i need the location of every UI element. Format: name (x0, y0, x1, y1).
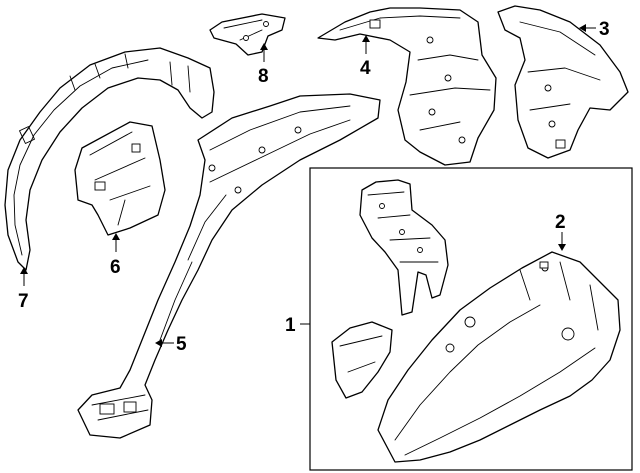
part-7-wheelhouse-outer (4, 47, 215, 271)
part-2-inner-wheelhouse (377, 251, 621, 463)
callout-5-label: 5 (176, 334, 187, 355)
part-8-small-bracket (209, 13, 286, 56)
callout-6-label: 6 (110, 257, 121, 278)
part-4-quarter-inner (317, 7, 497, 166)
part-5-rear-rail (77, 93, 381, 439)
callout-2-label: 2 (555, 212, 566, 233)
part-1-small-patch (331, 321, 393, 399)
callout-4-label: 4 (360, 58, 371, 79)
callout-leaders (20, 24, 596, 347)
part-1-upper-reinforcement (359, 179, 449, 316)
callout-8-label: 8 (258, 66, 269, 87)
assembly-group-box (309, 167, 633, 471)
callout-3-label: 3 (599, 19, 610, 40)
part-3-quarter-extension (497, 5, 629, 159)
callout-7-label: 7 (18, 291, 29, 312)
part-6-bracket (74, 121, 166, 236)
callout-1-label: 1 (285, 315, 296, 336)
